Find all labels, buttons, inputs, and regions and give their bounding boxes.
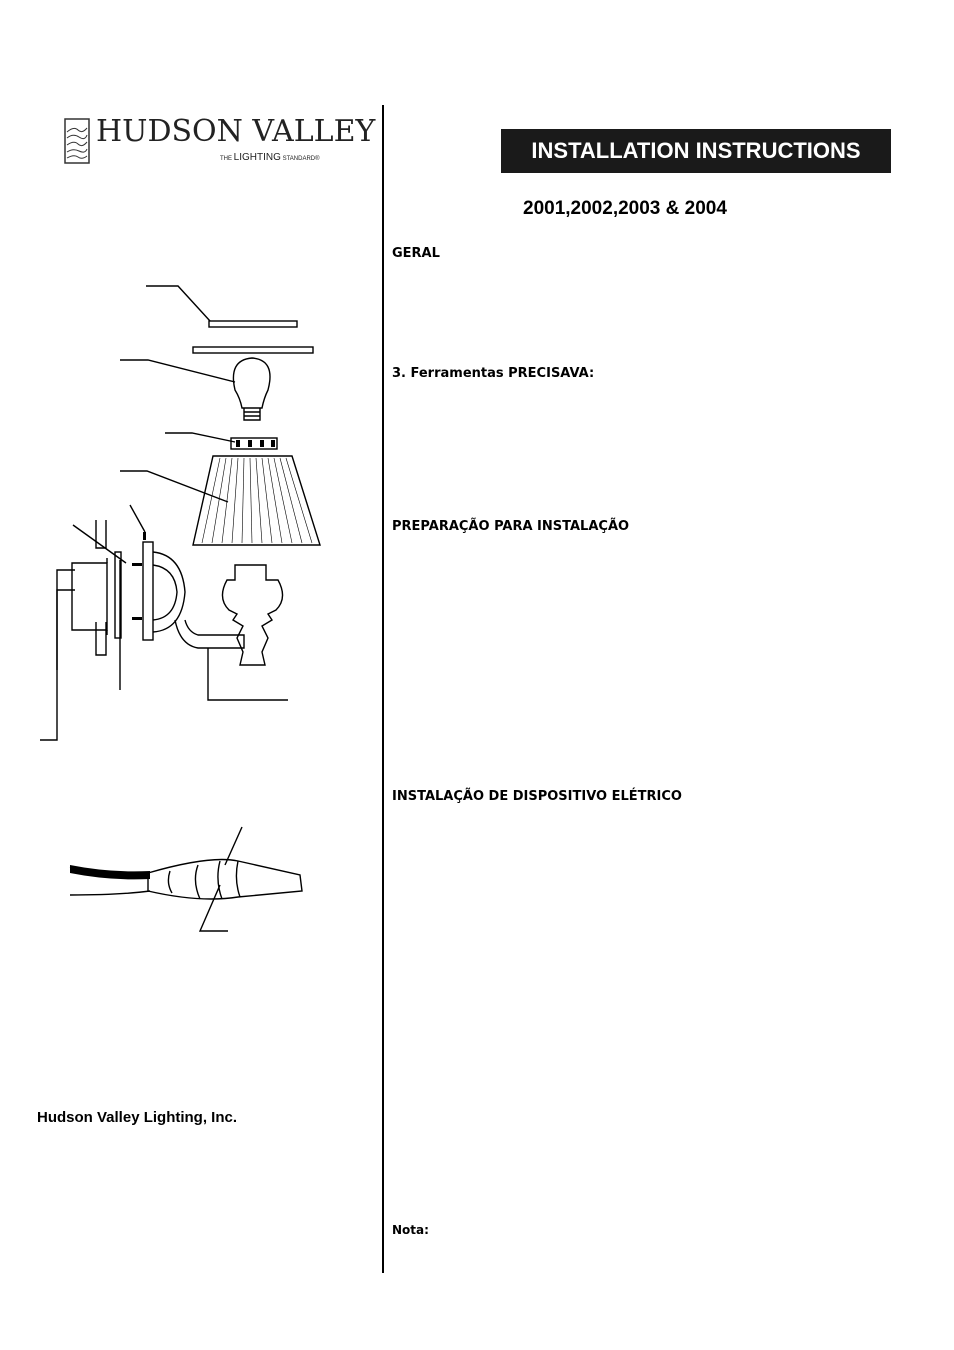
- fixture-arm: [174, 619, 245, 649]
- company-logo: HUDSON VALLEY THE LIGHTING STANDARD®: [62, 114, 375, 172]
- mounting-screw: [132, 563, 142, 566]
- wall-section: [95, 520, 107, 656]
- fixture-exploded-diagram: [40, 285, 321, 741]
- diffuser-plate: [192, 346, 314, 354]
- installation-instructions-banner: INSTALLATION INSTRUCTIONS: [501, 129, 891, 173]
- section-heading-preparation: PREPARAÇÃO PARA INSTALAÇÃO: [392, 519, 630, 534]
- column-divider: [382, 105, 384, 1273]
- leader-line-top-plate: [146, 285, 211, 322]
- lamp-shade: [192, 455, 321, 546]
- leader-line-wire-bottom: [198, 884, 228, 932]
- leader-line-arm: [207, 648, 288, 701]
- crossbar: [114, 551, 122, 639]
- leader-line-socket-ring: [165, 432, 236, 443]
- leader-line-screw: [129, 504, 146, 533]
- section-heading-geral: GERAL: [392, 246, 440, 261]
- backplate: [142, 541, 154, 641]
- leader-line-bulb: [120, 359, 236, 383]
- junction-box: [71, 562, 108, 631]
- model-numbers: 2001,2002,2003 & 2004: [523, 198, 727, 219]
- leader-line-crossbar: [72, 524, 127, 564]
- landscape-emblem-icon: [64, 118, 90, 164]
- canopy: [152, 551, 186, 633]
- top-plate: [208, 320, 298, 328]
- leader-line-wall-box: [56, 589, 75, 670]
- fixture-column: [221, 564, 284, 666]
- leader-line-shade: [120, 470, 229, 503]
- logo-tagline: THE LIGHTING STANDARD®: [220, 152, 320, 163]
- section-heading-tools: 3. Ferramentas PRECISAVA:: [392, 366, 595, 381]
- company-name: Hudson Valley Lighting, Inc.: [37, 1109, 238, 1126]
- bulb: [232, 357, 271, 409]
- section-heading-installation: INSTALAÇÃO DE DISPOSITIVO ELÉTRICO: [392, 789, 682, 804]
- wire-nut: [147, 858, 303, 900]
- logo-brand-text: HUDSON VALLEY: [96, 114, 376, 149]
- leader-line-wire-top: [224, 826, 243, 866]
- note-label: Nota:: [392, 1223, 429, 1237]
- socket-ring: [230, 437, 278, 450]
- wire-connector-diagram: [69, 826, 303, 932]
